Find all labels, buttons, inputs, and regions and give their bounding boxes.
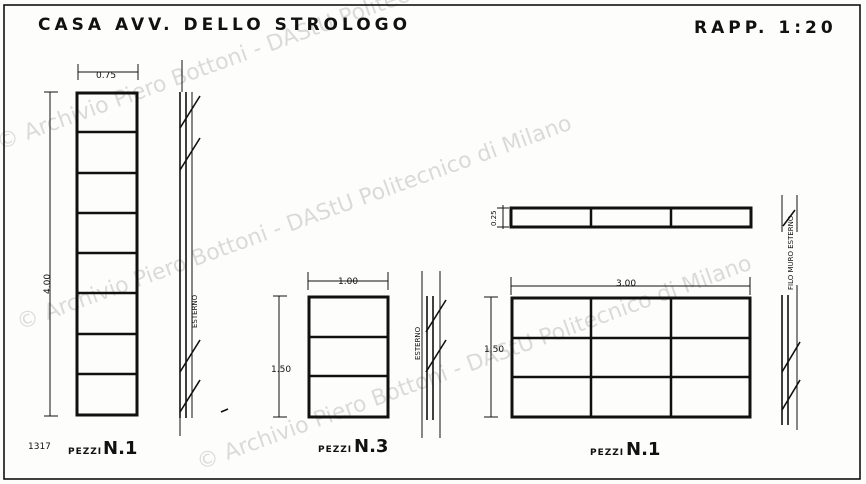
window-1-hinge-4 bbox=[179, 379, 201, 413]
window-3-width-label: 3.00 bbox=[616, 279, 636, 289]
window-3-hinge-1 bbox=[781, 341, 801, 373]
window-3-section-top-hinge bbox=[782, 209, 796, 227]
window-1-hinge-2 bbox=[179, 137, 201, 171]
window-3-pezzi-label: PEZZI bbox=[590, 448, 624, 458]
window-3-transom-label: 0.25 bbox=[490, 210, 498, 226]
window-2-section-label: ESTERNO bbox=[414, 326, 422, 360]
scale-label: RAPP. 1:20 bbox=[694, 18, 837, 38]
window-1-mark bbox=[220, 408, 229, 413]
window-2-width-label: 1.00 bbox=[338, 277, 358, 287]
window-1-hinge-3 bbox=[179, 339, 201, 373]
window-2-pezzi-count: N.3 bbox=[354, 436, 388, 457]
window-3-pezzi-count: N.1 bbox=[626, 439, 660, 460]
window-3-hinge-2 bbox=[781, 379, 801, 411]
window-3-height-label: 1.50 bbox=[484, 345, 504, 355]
window-1-hinge-1 bbox=[179, 95, 201, 129]
sheet-number: 1317 bbox=[28, 442, 51, 452]
window-2: 1.00 1.50 ESTERNO PEZZI N.3 bbox=[271, 271, 447, 457]
window-2-frame bbox=[307, 295, 390, 419]
window-2-height-label: 1.50 bbox=[271, 365, 291, 375]
window-2-hinge-1 bbox=[425, 299, 447, 333]
window-3-section-label: FILO MURO ESTERNO bbox=[787, 215, 795, 290]
window-1-height-label: 4.00 bbox=[43, 274, 53, 294]
sheet-border bbox=[3, 4, 861, 480]
window-3-transom-strip bbox=[509, 206, 753, 229]
window-3-frame bbox=[510, 296, 752, 419]
window-2-hinge-2 bbox=[425, 339, 447, 373]
window-2-pezzi-label: PEZZI bbox=[318, 445, 352, 455]
window-1-pezzi-label: PEZZI bbox=[68, 447, 102, 457]
drawing-title: CASA AVV. DELLO STROLOGO bbox=[38, 15, 411, 35]
window-1-section-label: ESTERNO bbox=[191, 294, 199, 328]
window-3: 0.25 3.00 1.50 FILO MURO ESTERNO PEZZI N… bbox=[484, 195, 801, 460]
window-1: 0.75 4.00 ESTERNO 1317 PEZZI N.1 bbox=[28, 60, 229, 459]
window-1-width-label: 0.75 bbox=[96, 71, 116, 81]
window-1-pezzi-count: N.1 bbox=[103, 438, 137, 459]
